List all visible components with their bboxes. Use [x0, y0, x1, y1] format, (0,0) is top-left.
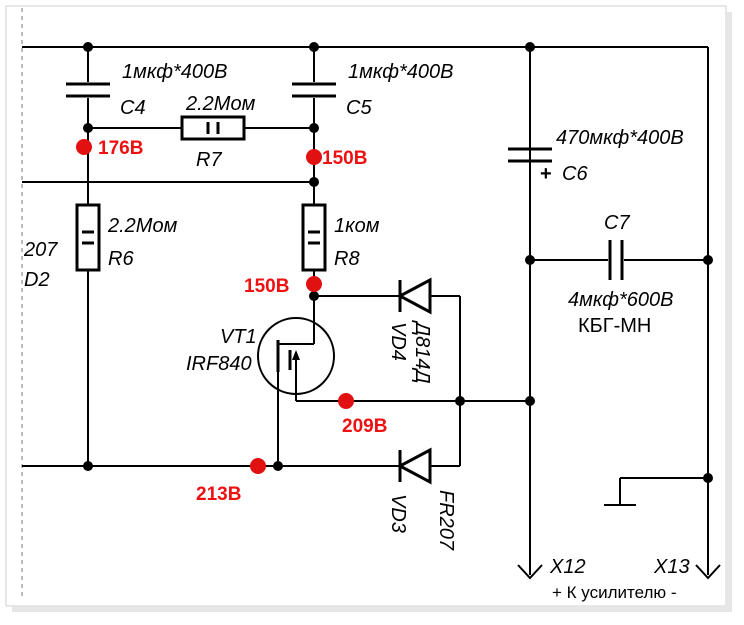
r8-value-label: 1ком: [334, 215, 380, 237]
junctions: [83, 42, 713, 483]
c4-ref-label: C4: [120, 97, 146, 119]
output-caption: + К усилителю -: [552, 583, 677, 602]
capacitor-c7: [608, 240, 624, 280]
r7-ref-label: R7: [196, 149, 222, 171]
c7-value-label: 4мкф*600В: [568, 289, 673, 311]
r6-value-label: 2.2Мом: [107, 215, 178, 237]
output-arrow-x12: [517, 564, 543, 580]
capacitor-c6: [508, 147, 552, 575]
voltage-213-label: 213В: [196, 484, 241, 505]
edge-label-bottom: D2: [24, 269, 50, 291]
transistor-vt1: [257, 317, 335, 466]
frame-shadow-right: [726, 12, 732, 612]
voltage-176-label: 176В: [98, 138, 143, 159]
resistor-r7: [180, 115, 246, 141]
capacitor-c4: [66, 82, 110, 98]
c4-value-label: 1мкф*400В: [122, 61, 227, 83]
vt1-ref-label: VT1: [220, 326, 257, 348]
probe-dot-150a: [306, 149, 322, 165]
voltage-150a-label: 150В: [322, 148, 367, 169]
r7-value-label: 2.2Мом: [185, 93, 256, 115]
c7-ref-label: C7: [604, 212, 630, 234]
r6-ref-label: R6: [108, 248, 134, 270]
output-arrow-x13: [695, 564, 721, 580]
r8-ref-label: R8: [334, 248, 360, 270]
frame-shadow-bottom: [12, 606, 732, 612]
vd4-part-label: Д814Д: [411, 320, 433, 384]
probe-dot-213: [250, 458, 266, 474]
resistor-r8: [301, 203, 327, 272]
c6-value-label: 470мкф*400В: [556, 127, 684, 149]
vd4-ref-label: VD4: [387, 322, 409, 361]
vt1-part-label: IRF840: [186, 353, 252, 375]
c6-ref-label: C6: [562, 163, 588, 185]
x12-label: X12: [549, 556, 586, 578]
voltage-209-label: 209В: [342, 416, 387, 437]
probe-dot-209: [338, 393, 354, 409]
probe-dot-150b: [306, 276, 322, 292]
x13-label: X13: [653, 556, 690, 578]
resistor-r6: [75, 203, 101, 272]
capacitor-c5: [292, 82, 336, 98]
diode-vd4: [396, 277, 432, 315]
c5-value-label: 1мкф*400В: [348, 61, 453, 83]
edge-label-top: 207: [23, 239, 58, 261]
probe-dot-176: [76, 139, 92, 155]
voltage-150b-label: 150В: [244, 276, 289, 297]
c7-type-label: КБГ-МН: [578, 315, 651, 337]
probe-points: [76, 139, 354, 474]
vd3-ref-label: VD3: [387, 494, 409, 533]
c6-polarity-label: +: [540, 163, 552, 185]
vd3-part-label: FR207: [435, 490, 457, 551]
diode-vd3: [396, 447, 432, 485]
c5-ref-label: C5: [346, 97, 372, 119]
